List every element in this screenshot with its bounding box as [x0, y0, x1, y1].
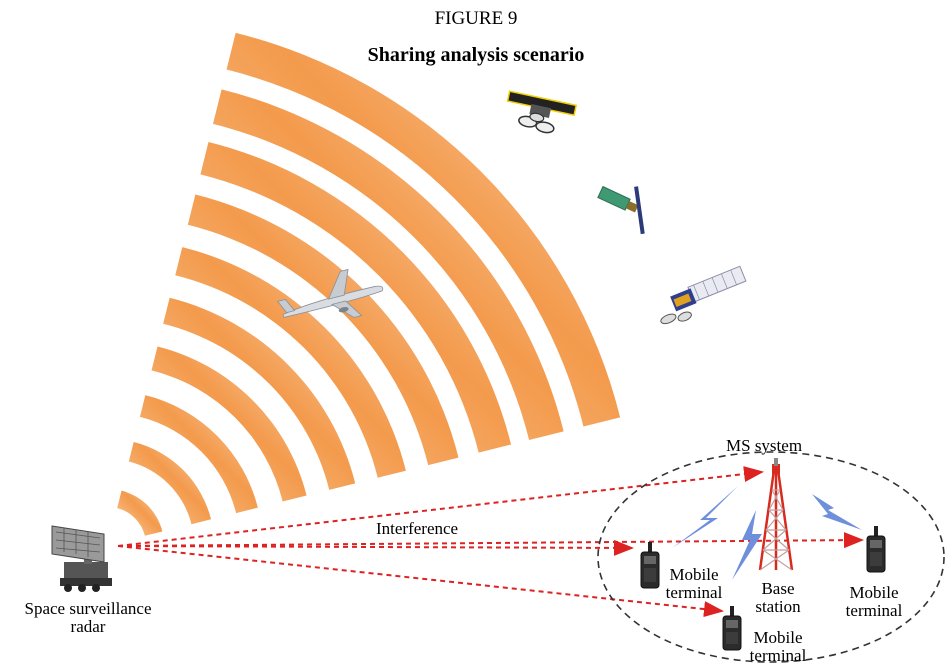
mobile-terminal-icon: [722, 606, 742, 651]
interference-arrows: [117, 466, 864, 618]
mobile-label-line2: terminal: [665, 583, 723, 602]
base-station-label: Base station: [744, 580, 812, 616]
figure-title: Sharing analysis scenario: [367, 44, 585, 66]
tower-icon: [758, 458, 794, 571]
beam-arc: [187, 194, 459, 466]
radar-beam: [117, 32, 621, 536]
arrow-to-mobile-left: [117, 539, 634, 556]
mobile-terminal-icon: [866, 526, 886, 573]
mobile-label-line1: Mobile: [753, 628, 803, 647]
ms-system-label: MS system: [726, 436, 803, 455]
base-label-line2: station: [755, 597, 801, 616]
base-label-line1: Base: [761, 579, 795, 598]
mobile-terminal-icon: [640, 542, 660, 589]
satellite-icon: [660, 265, 747, 325]
lightning-icon: [812, 494, 862, 530]
radar-label-line2: radar: [70, 617, 106, 636]
mobile-terminal-label-left: Mobile terminal: [656, 566, 732, 602]
mobile-terminal-label-right: Mobile terminal: [832, 584, 916, 620]
beam-arc: [200, 141, 512, 453]
beam-arc: [151, 346, 307, 502]
beam-arc: [212, 89, 564, 441]
beam-arc: [163, 297, 356, 490]
mobile-label-line2: terminal: [845, 601, 903, 620]
radar-label: Space surveillance radar: [4, 600, 172, 636]
beam-arc: [139, 395, 258, 514]
beam-arc: [128, 441, 212, 525]
mobile-label-line2: terminal: [749, 646, 807, 665]
lightning-icon: [732, 510, 762, 580]
lightning-icons: [672, 486, 862, 580]
arrow-to-base-station: [117, 466, 764, 547]
radar-icon: [51, 525, 112, 592]
beam-arc: [175, 247, 406, 478]
mobile-terminal-label-bottom: Mobile terminal: [736, 629, 820, 665]
interference-label: Interference: [376, 519, 459, 538]
mobile-label-line1: Mobile: [849, 583, 899, 602]
airplane-icon: [276, 268, 384, 318]
mobile-label-line1: Mobile: [669, 565, 719, 584]
figure-number: FIGURE 9: [434, 8, 518, 29]
arrow-to-mobile-right: [117, 532, 864, 549]
arrow-to-mobile-bottom: [117, 545, 724, 618]
ms-system-ellipse: [597, 451, 945, 663]
satellite-icon: [597, 185, 645, 235]
beam-arc: [117, 490, 163, 536]
beam-arc: [226, 32, 621, 427]
satellite-icon: [506, 90, 578, 134]
radar-label-line1: Space surveillance: [24, 599, 152, 618]
lightning-icon: [672, 486, 738, 548]
